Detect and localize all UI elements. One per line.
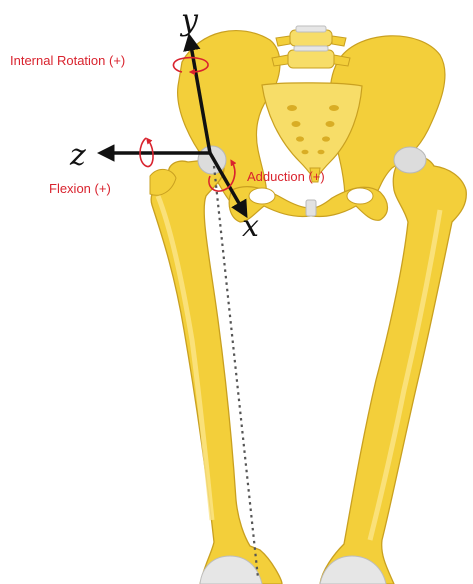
flexion-label: Flexion (+) [49, 181, 111, 196]
lumbar-vertebrae [272, 26, 350, 68]
left-femur [150, 146, 282, 584]
adduction-label: Adduction (+) [247, 169, 325, 184]
internal-rotation-label: Internal Rotation (+) [10, 53, 125, 68]
left-femoral-head [198, 146, 226, 174]
right-femoral-head [394, 147, 426, 173]
x-axis-letter: x [242, 209, 259, 244]
y-axis-letter: y [179, 3, 199, 38]
pubic-symphysis [306, 200, 316, 216]
z-axis-letter: z [69, 138, 86, 173]
